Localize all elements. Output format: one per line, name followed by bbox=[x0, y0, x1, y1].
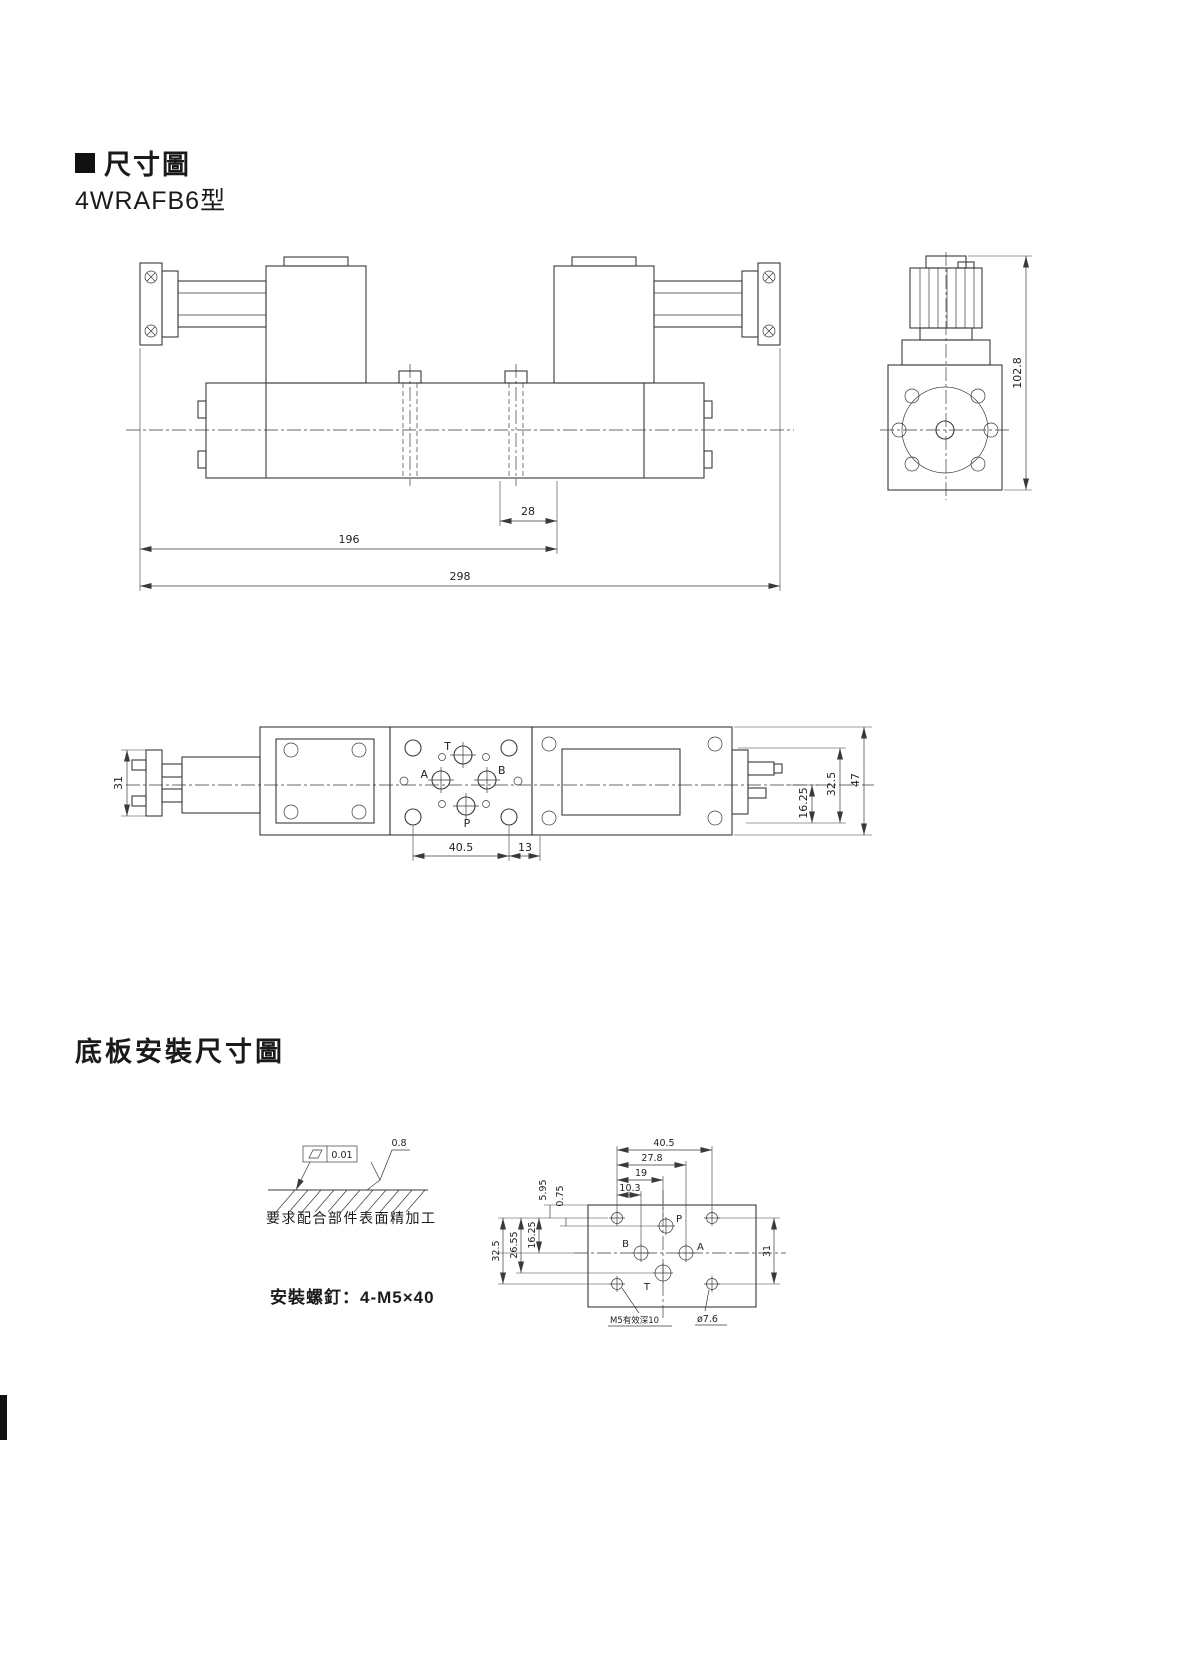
port-label-a: A bbox=[420, 768, 428, 781]
plate-right-dims: 31 bbox=[718, 1217, 780, 1285]
front-left-solenoid bbox=[177, 256, 367, 384]
section2-title: 底板安裝尺寸圖 bbox=[75, 1037, 285, 1067]
section1-header: 尺寸圖 bbox=[75, 143, 191, 182]
plate-dim-40-5: 40.5 bbox=[653, 1138, 674, 1149]
plate-leaders: M5有效深10 ø7.6 bbox=[608, 1287, 727, 1327]
dim-31: 31 bbox=[112, 776, 125, 790]
dim-102-8: 102.8 bbox=[1011, 357, 1024, 389]
page-edge-mark bbox=[0, 1395, 7, 1440]
top-left-connector bbox=[131, 749, 183, 817]
top-manifold bbox=[389, 726, 533, 836]
plate-port-label-b: B bbox=[622, 1239, 629, 1250]
section-marker-square bbox=[75, 152, 95, 173]
top-right-body bbox=[531, 726, 733, 836]
flatness-tolerance: 0.01 bbox=[331, 1150, 352, 1161]
dim-13: 13 bbox=[518, 841, 532, 854]
plate-dim-26-55: 26.55 bbox=[509, 1231, 520, 1258]
surface-finish-view: 0.01 0.8 bbox=[268, 1138, 428, 1213]
plate-centerlines bbox=[574, 1190, 786, 1318]
plate-dim-0-75: 0.75 bbox=[555, 1185, 566, 1206]
dim-32-5: 32.5 bbox=[825, 772, 838, 797]
plate-holes bbox=[609, 1210, 720, 1292]
plate-dim-19: 19 bbox=[635, 1168, 647, 1179]
plate-outline bbox=[587, 1204, 757, 1308]
dim-196: 196 bbox=[339, 533, 360, 546]
plate-port-label-a: A bbox=[697, 1242, 704, 1253]
section1-title: 尺寸圖 bbox=[104, 150, 191, 180]
hatching bbox=[275, 1189, 426, 1213]
plate-view: P B A T 40.5 27.8 19 10.3 32.5 26.55 16.… bbox=[491, 1138, 786, 1327]
front-left-connector bbox=[139, 262, 179, 346]
hole-diameter-label: ø7.6 bbox=[697, 1314, 718, 1325]
thread-depth-note: M5有效深10 bbox=[610, 1315, 659, 1326]
roughness-callout: 0.8 bbox=[366, 1138, 410, 1191]
plate-port-label-t: T bbox=[643, 1282, 651, 1293]
model-label: 4WRAFB6型 bbox=[75, 187, 227, 215]
port-label-b: B bbox=[498, 764, 506, 777]
front-dims: 28 196 298 bbox=[139, 348, 781, 591]
roughness-symbol bbox=[370, 1149, 410, 1181]
port-label-p: P bbox=[464, 817, 471, 830]
side-dims: 102.8 bbox=[968, 255, 1032, 491]
top-view: T A B P 31 40.5 13 16.25 bbox=[112, 726, 874, 861]
mounting-screws-note: 安裝螺釘：4-M5×40 bbox=[270, 1288, 435, 1307]
top-dims: 31 40.5 13 16.25 32.5 47 bbox=[112, 726, 872, 861]
plate-dim-5-95: 5.95 bbox=[538, 1179, 549, 1200]
plate-dim-32-5: 32.5 bbox=[491, 1240, 502, 1261]
top-right-connector bbox=[731, 749, 783, 815]
dim-40-5: 40.5 bbox=[449, 841, 474, 854]
front-valve-body bbox=[197, 364, 713, 486]
surface-finish-note: 要求配合部件表面精加工 bbox=[266, 1210, 437, 1226]
top-left-body bbox=[181, 726, 391, 836]
front-view: 28 196 298 bbox=[126, 256, 794, 591]
front-right-solenoid bbox=[553, 256, 743, 384]
dim-16-25: 16.25 bbox=[797, 787, 810, 819]
side-flange bbox=[887, 339, 1003, 491]
dim-47: 47 bbox=[849, 773, 862, 787]
plate-dim-31: 31 bbox=[762, 1245, 773, 1257]
plate-dim-16-25: 16.25 bbox=[527, 1221, 538, 1248]
side-view: 102.8 bbox=[880, 252, 1032, 500]
flatness-callout: 0.01 bbox=[295, 1145, 358, 1191]
front-right-connector bbox=[741, 262, 781, 346]
port-label-t: T bbox=[443, 740, 451, 753]
plate-dim-27-8: 27.8 bbox=[641, 1153, 662, 1164]
dim-298: 298 bbox=[450, 570, 471, 583]
roughness-value: 0.8 bbox=[391, 1138, 406, 1149]
plate-left-dims: 32.5 26.55 16.25 5.95 0.75 bbox=[491, 1179, 659, 1285]
plate-port-label-p: P bbox=[676, 1214, 682, 1225]
flatness-symbol bbox=[308, 1149, 323, 1159]
side-centerlines bbox=[880, 252, 1010, 500]
dim-28: 28 bbox=[521, 505, 535, 518]
plate-top-dims: 40.5 27.8 19 10.3 bbox=[616, 1138, 713, 1245]
plate-dim-10-3: 10.3 bbox=[619, 1183, 640, 1194]
